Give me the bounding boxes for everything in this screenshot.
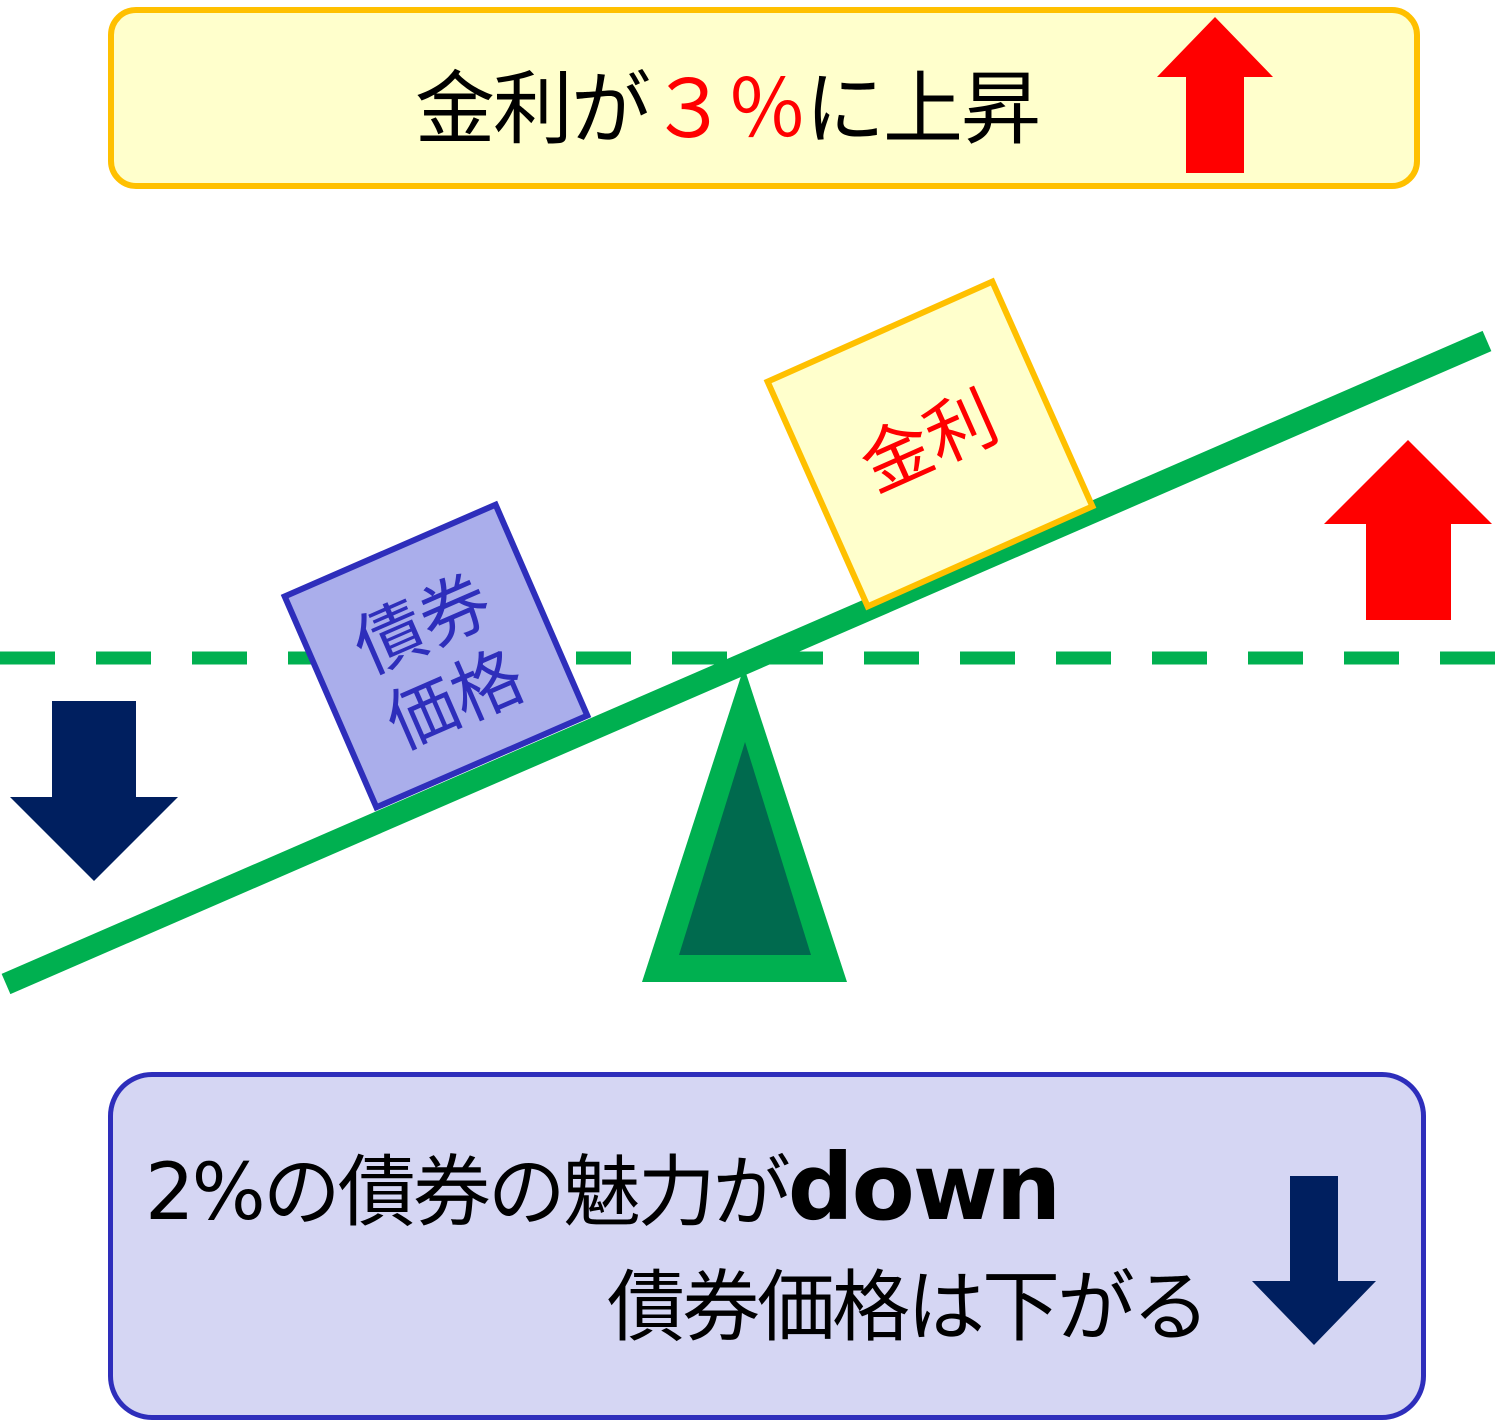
banner-arrow-up-icon <box>1157 17 1273 173</box>
right-arrow-up-icon <box>1324 440 1492 620</box>
seesaw-beam <box>1 330 1492 995</box>
interest-rate-block: 金利 <box>763 277 1097 611</box>
fulcrum-triangle <box>642 667 847 982</box>
conclusion-line2: 債券価格は下がる <box>606 1263 1210 1353</box>
conclusion-line1-bold: down <box>787 1134 1062 1241</box>
conclusion-box <box>108 1072 1426 1420</box>
bond-price-block: 債券 価格 <box>280 500 592 812</box>
left-arrow-down-icon <box>10 701 178 881</box>
rate-rise-suffix: に上昇 <box>805 63 1041 156</box>
rate-rise-percent: ３％ <box>649 63 807 156</box>
rate-rise-text: 金利が３％に上昇 <box>415 60 1041 160</box>
conclusion-line1-prefix: 2%の債券の魅力が <box>145 1148 791 1238</box>
conclusion-line1: 2%の債券の魅力がdown <box>145 1138 1061 1239</box>
rate-rise-prefix: 金利が <box>415 63 651 156</box>
